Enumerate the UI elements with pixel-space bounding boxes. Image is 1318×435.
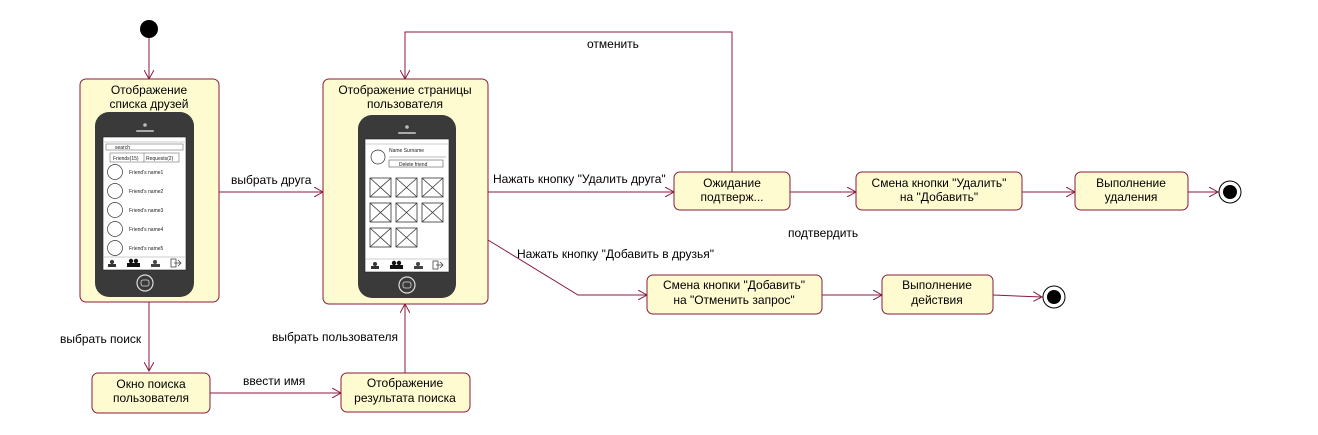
state-change-to-cancel-line1: Смена кнопки "Добавить" bbox=[663, 278, 805, 292]
phone-photo-grid bbox=[369, 177, 444, 248]
phone-user-button-text: Delete friend bbox=[399, 162, 428, 168]
label-choose-user: выбрать пользователя bbox=[272, 330, 398, 344]
phone-nav-exit-icon bbox=[170, 258, 182, 268]
state-exec-delete-line2: удаления bbox=[1105, 190, 1158, 204]
final-node-action bbox=[1042, 285, 1066, 309]
state-awaiting-confirmation: Ожидание подтверж... bbox=[673, 171, 791, 211]
state-friends-list-line2: списка друзей bbox=[109, 97, 188, 111]
phone-user-mockup: Name Surname Delete friend bbox=[358, 115, 456, 298]
state-search-results-line2: результата поиска bbox=[354, 391, 456, 405]
phone-nav-friends-icon bbox=[108, 260, 116, 267]
phone-friends-mockup: search Friends(15) Requests(2) Friend's … bbox=[95, 112, 194, 297]
phone-friend-row: Friend's name1 bbox=[107, 164, 164, 180]
edge-userpage-to-change-cancel bbox=[487, 239, 647, 295]
label-press-delete: Нажать кнопку "Удалить друга" bbox=[493, 172, 666, 186]
phone-nav-group-icon bbox=[127, 258, 140, 267]
phone-nav-group-icon bbox=[390, 260, 403, 269]
label-press-add: Нажать кнопку "Добавить в друзья" bbox=[517, 247, 714, 261]
state-exec-action-line1: Выполнение bbox=[902, 278, 972, 292]
state-search-window: Окно поиска пользователя bbox=[91, 372, 211, 414]
state-change-to-add-line1: Смена кнопки "Удалить" bbox=[872, 176, 1007, 190]
phone-nav-friends-icon bbox=[371, 262, 379, 269]
phone-friend-name: Friend's name5 bbox=[129, 246, 164, 252]
phone-tab-friends: Friends(15) bbox=[113, 156, 139, 162]
phone-nav-add-friend-icon bbox=[414, 262, 423, 269]
state-friends-list: Отображение списка друзей search Friends… bbox=[79, 78, 220, 303]
state-change-to-cancel: Смена кнопки "Добавить" на "Отменить зап… bbox=[646, 274, 823, 315]
state-change-to-add: Смена кнопки "Удалить" на "Добавить" bbox=[855, 171, 1023, 211]
state-user-page-line1: Отображение страницы bbox=[338, 83, 471, 97]
state-user-page: Отображение страницы пользователя Name S… bbox=[322, 78, 489, 305]
edge-exec-action-to-final bbox=[992, 295, 1042, 297]
phone-friend-name: Friend's name4 bbox=[129, 227, 164, 233]
phone-friend-name: Friend's name3 bbox=[129, 208, 164, 214]
label-choose-friend: выбрать друга bbox=[231, 173, 312, 187]
state-exec-action-line2: действия bbox=[911, 293, 962, 307]
state-exec-action: Выполнение действия bbox=[881, 274, 994, 315]
phone-user-name: Name Surname bbox=[389, 148, 424, 154]
state-exec-delete-line1: Выполнение bbox=[1096, 176, 1166, 190]
edge-cancel-loop bbox=[405, 31, 733, 172]
home-button-icon bbox=[398, 276, 416, 294]
label-choose-search: выбрать поиск bbox=[60, 332, 142, 346]
state-exec-delete: Выполнение удаления bbox=[1074, 171, 1189, 211]
phone-tab-requests: Requests(2) bbox=[146, 156, 174, 162]
phone-nav-add-friend-icon bbox=[151, 260, 160, 267]
phone-nav-exit-icon bbox=[432, 260, 444, 270]
phone-friend-row: Friend's name2 bbox=[107, 183, 164, 199]
state-change-to-add-line2: на "Добавить" bbox=[900, 190, 978, 204]
state-awaiting-line1: Ожидание bbox=[703, 176, 761, 190]
initial-node bbox=[140, 20, 158, 38]
state-awaiting-line2: подтверж... bbox=[700, 190, 763, 204]
state-friends-list-line1: Отображение bbox=[111, 83, 188, 97]
phone-search-text: search bbox=[115, 145, 130, 151]
state-search-window-line1: Окно поиска bbox=[116, 377, 186, 391]
label-confirm: подтвердить bbox=[788, 226, 858, 240]
state-user-page-line2: пользователя bbox=[367, 97, 443, 111]
home-button-icon bbox=[136, 274, 154, 292]
state-search-results: Отображение результата поиска bbox=[340, 372, 471, 413]
state-change-to-cancel-line2: на "Отменить запрос" bbox=[673, 293, 794, 307]
phone-friend-name: Friend's name2 bbox=[129, 189, 164, 195]
state-search-results-line1: Отображение bbox=[367, 376, 444, 390]
phone-friend-row: Friend's name5 bbox=[107, 240, 164, 256]
phone-user-avatar bbox=[370, 149, 386, 165]
final-node-delete bbox=[1218, 180, 1242, 204]
phone-friend-row: Friend's name3 bbox=[107, 202, 164, 218]
state-search-window-line2: пользователя bbox=[113, 391, 189, 405]
phone-user-action-button bbox=[388, 159, 444, 168]
phone-search-field bbox=[105, 143, 184, 151]
phone-friend-name: Friend's name1 bbox=[129, 170, 164, 176]
phone-friend-row: Friend's name4 bbox=[107, 221, 164, 237]
label-cancel: отменить bbox=[587, 37, 639, 51]
label-enter-name: ввести имя bbox=[243, 374, 305, 388]
